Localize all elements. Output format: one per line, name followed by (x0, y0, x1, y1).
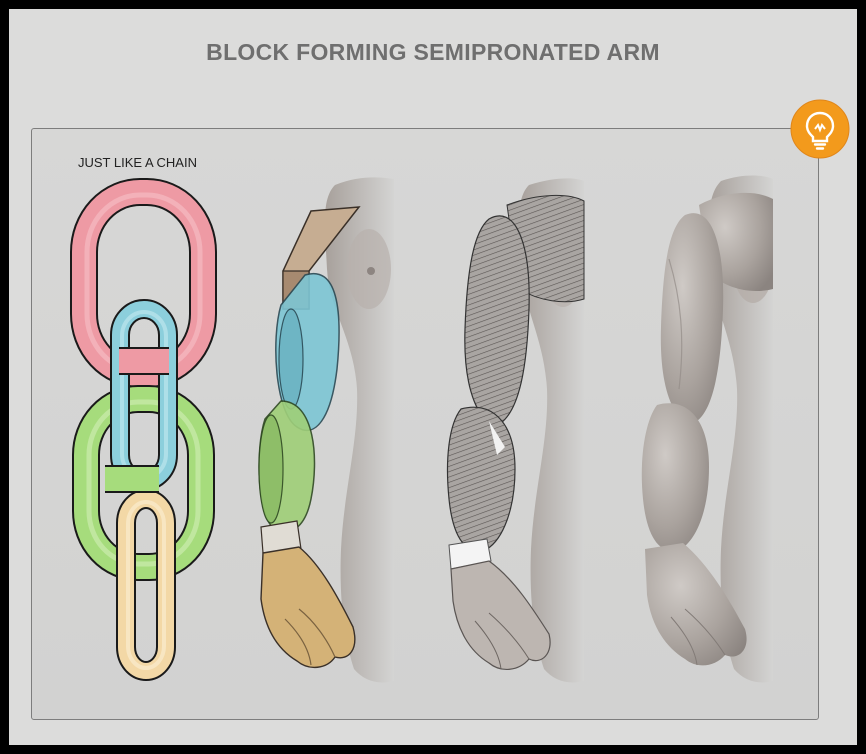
chain-link-yellow (116, 489, 176, 681)
arm-illustrations (70, 175, 773, 683)
diagram-sheet: BLOCK FORMING SEMIPRONATED ARM JUST LIKE… (9, 9, 857, 745)
chain-caption: JUST LIKE A CHAIN (78, 155, 197, 170)
skin-arm (641, 175, 773, 683)
chain-link-green (72, 385, 215, 581)
chain-illustration (70, 178, 217, 681)
block-form-arm (258, 177, 394, 683)
chain-link-pink (70, 178, 217, 388)
page-title: BLOCK FORMING SEMIPRONATED ARM (206, 39, 660, 65)
muscle-arm (446, 178, 585, 683)
lightbulb-icon[interactable] (790, 99, 850, 159)
